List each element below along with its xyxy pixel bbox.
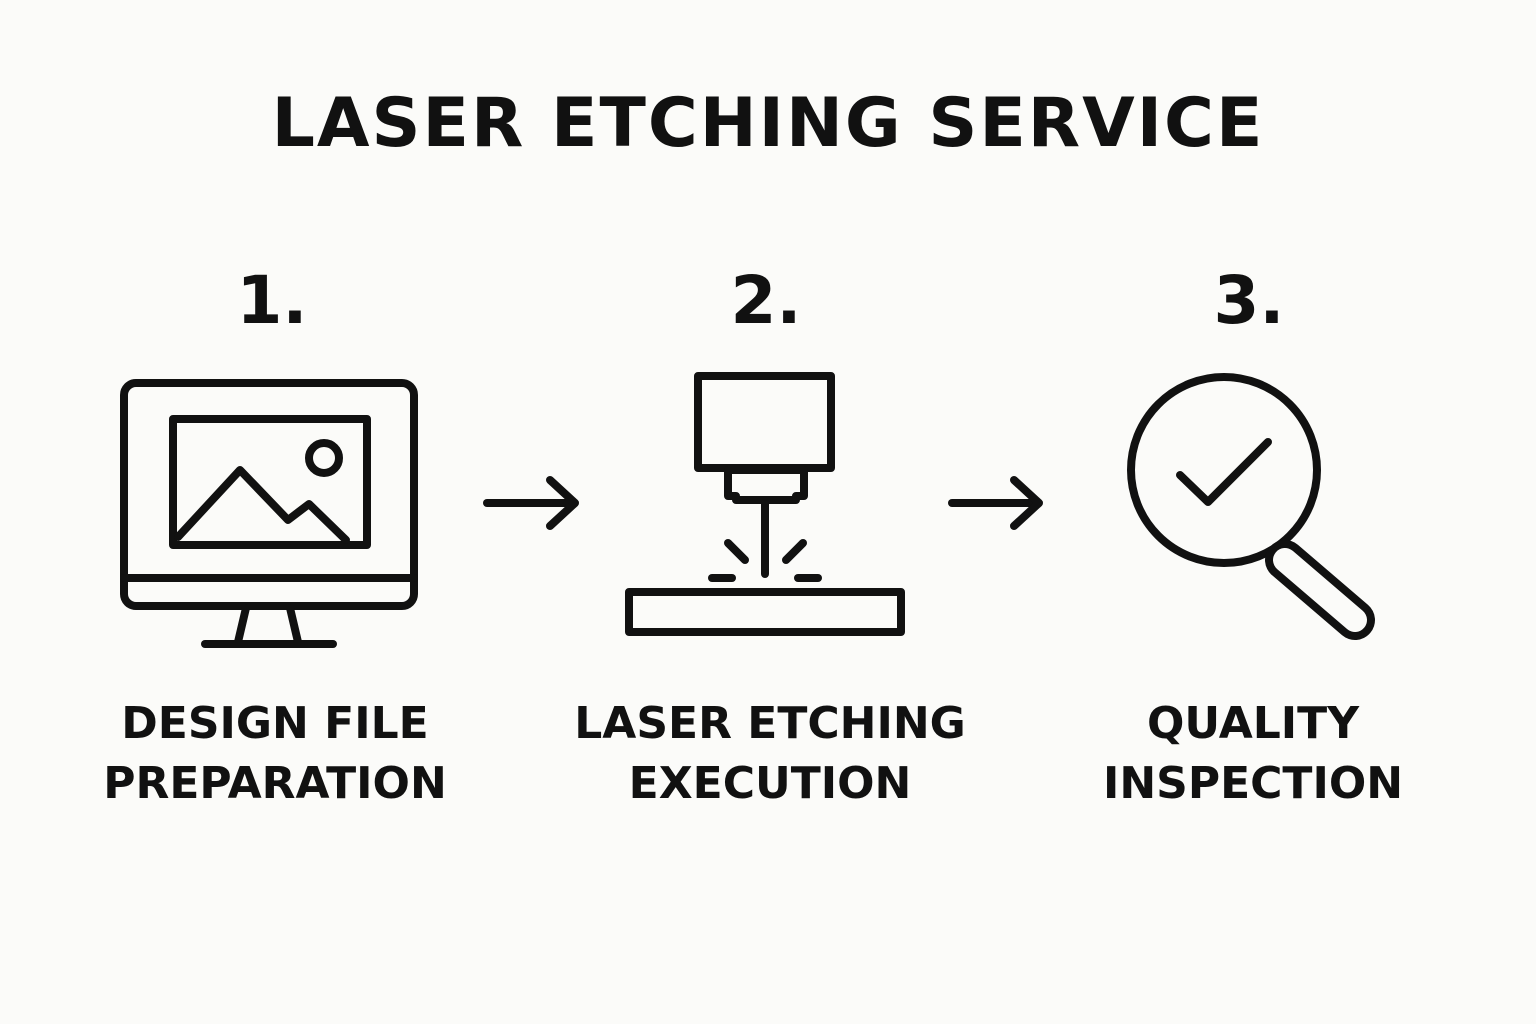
monitor-image-icon	[120, 379, 418, 648]
step-3-label: QUALITY INSPECTION	[1043, 694, 1463, 814]
magnifier-check-icon	[1127, 373, 1375, 640]
step-2-label-line-2: EXECUTION	[628, 758, 912, 809]
step-2-number: 2.	[730, 262, 802, 339]
step-3-label-line-1: QUALITY	[1146, 698, 1360, 749]
step-3-label-line-2: INSPECTION	[1102, 758, 1404, 809]
page-title: LASER ETCHING SERVICE	[271, 84, 1265, 163]
step-1-label-line-1: DESIGN FILE	[121, 698, 429, 749]
step-3-number: 3.	[1213, 262, 1285, 339]
step-2-label-line-1: LASER ETCHING	[574, 698, 966, 749]
step-1-label-line-2: PREPARATION	[103, 758, 447, 809]
step-1-number: 1.	[236, 262, 308, 339]
laser-head-icon	[625, 372, 905, 636]
arrow-right-icon	[948, 476, 1043, 530]
arrow-right-icon	[483, 476, 579, 530]
step-2-label: LASER ETCHING EXECUTION	[560, 694, 980, 814]
step-1-label: DESIGN FILE PREPARATION	[65, 694, 485, 814]
